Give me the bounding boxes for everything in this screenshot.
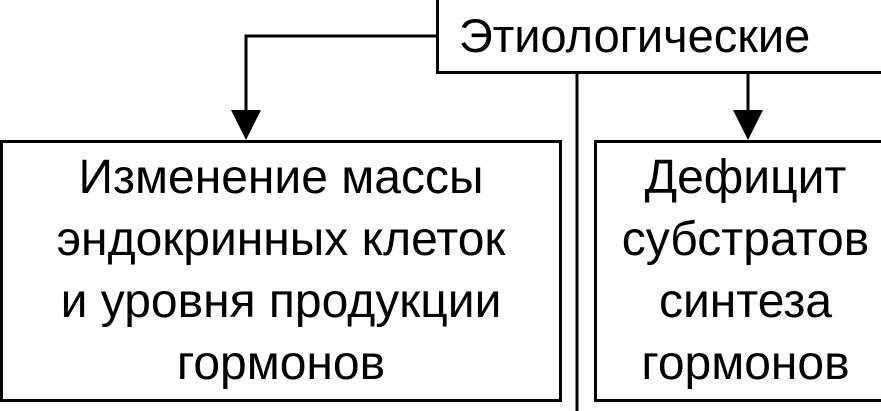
etiology-header-box: Этиологические [436,0,881,74]
box-line: субстратов [621,213,870,266]
left-arrowhead [231,110,261,140]
substrate-deficit-box: Дефицит субстратов синтеза гормонов [594,140,881,402]
box-line: и уровня продукции [60,275,502,328]
left-connector [244,34,436,112]
box-line: синтеза [658,275,833,328]
etiology-header-text: Этиологические [459,9,811,62]
box-line: Дефицит [644,151,847,204]
right-arrowhead [733,110,763,140]
box-line: эндокринных клеток [56,213,506,266]
box-line: гормонов [641,337,850,390]
box-line: Изменение массы [78,151,484,204]
endocrine-cell-mass-box: Изменение массы эндокринных клеток и уро… [0,140,562,402]
box-line: гормонов [176,337,386,390]
